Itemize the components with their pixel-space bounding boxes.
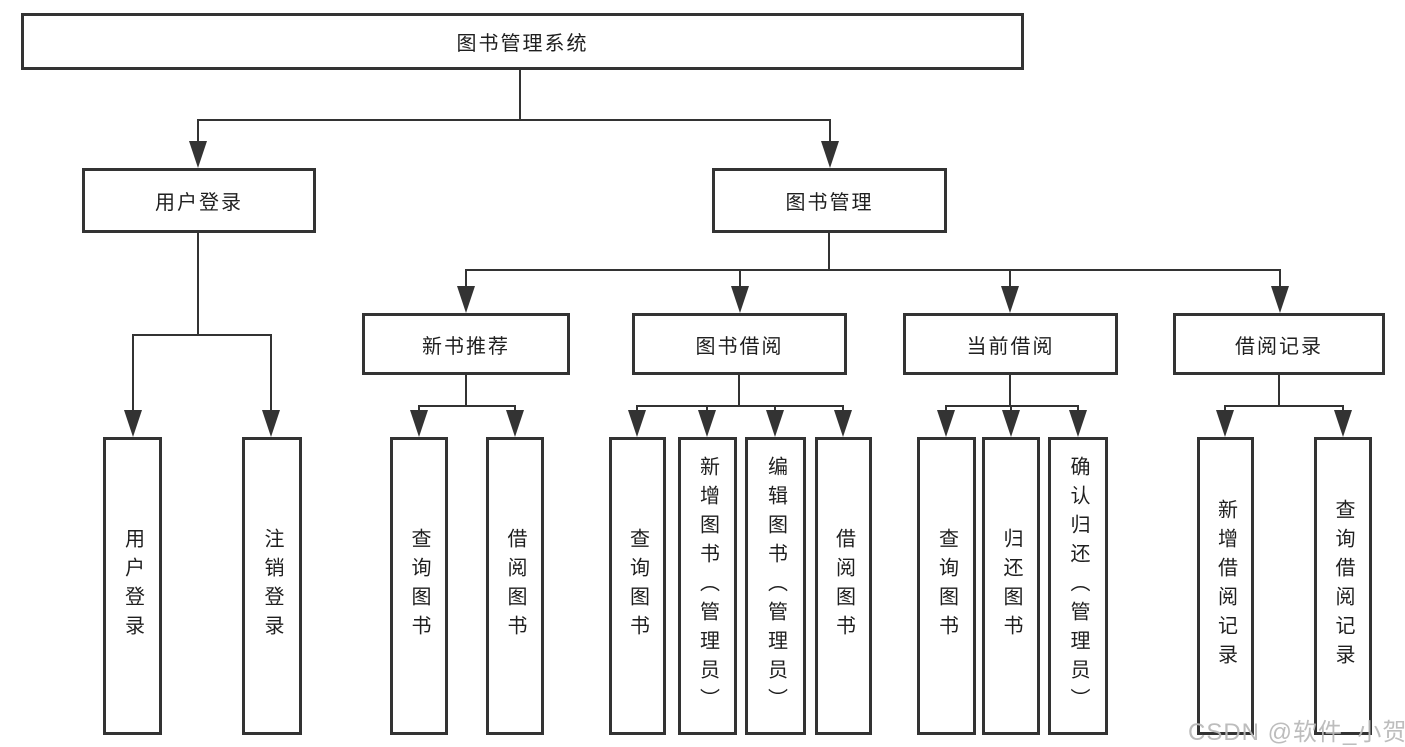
node-new-book-recommend: 新书推荐 — [362, 313, 570, 375]
leaf-query-book-borrow: 查询图书 — [609, 437, 666, 735]
arrowhead — [410, 410, 428, 437]
arrowhead — [628, 410, 646, 437]
leaf-user-login: 用户登录 — [103, 437, 162, 735]
node-label: 用户登录 — [155, 192, 243, 214]
connector-line — [945, 405, 947, 412]
arrowhead — [834, 410, 852, 437]
connector-line — [465, 269, 1281, 271]
leaf-add-borrow-record: 新增借阅记录 — [1197, 437, 1254, 735]
connector-line — [1278, 375, 1280, 407]
leaf-query-book-recommend: 查询图书 — [390, 437, 448, 735]
leaf-return-book: 归还图书 — [982, 437, 1040, 735]
connector-line — [739, 269, 741, 287]
leaf-label: 确认归还（管理员） — [1067, 455, 1089, 717]
node-label: 图书借阅 — [695, 335, 784, 358]
node-current-borrow: 当前借阅 — [903, 313, 1118, 375]
node-label: 图书管理系统 — [456, 33, 589, 55]
leaf-label: 新增图书（管理员） — [696, 455, 719, 717]
connector-line — [1342, 405, 1344, 412]
leaf-query-borrow-record: 查询借阅记录 — [1314, 437, 1372, 735]
node-book-management: 图书管理 — [712, 168, 947, 233]
arrowhead — [731, 286, 749, 313]
arrowhead — [189, 141, 207, 168]
arrowhead — [457, 286, 475, 313]
leaf-logout: 注销登录 — [242, 437, 302, 735]
connector-line — [1010, 405, 1012, 412]
leaf-label: 借阅图书 — [504, 528, 526, 644]
leaf-borrow-book-recommend: 借阅图书 — [486, 437, 544, 735]
node-label: 当前借阅 — [966, 335, 1055, 358]
connector-line — [774, 405, 776, 412]
connector-line — [828, 233, 830, 271]
connector-line — [519, 68, 521, 120]
leaf-label: 借阅图书 — [832, 528, 855, 644]
arrowhead — [766, 410, 784, 437]
connector-line — [197, 119, 831, 121]
leaf-borrow-book: 借阅图书 — [815, 437, 872, 735]
leaf-edit-book-admin: 编辑图书（管理员） — [745, 437, 806, 735]
arrowhead — [821, 141, 839, 168]
node-borrow-record: 借阅记录 — [1173, 313, 1385, 375]
connector-line — [945, 405, 1079, 407]
connector-line — [132, 334, 272, 336]
leaf-label: 注销登录 — [261, 528, 283, 644]
connector-line — [842, 405, 844, 412]
arrowhead — [1069, 410, 1087, 437]
connector-line — [1224, 405, 1226, 412]
arrowhead — [124, 410, 142, 437]
arrowhead — [262, 410, 280, 437]
node-root-book-management-system: 图书管理系统 — [21, 13, 1024, 70]
arrowhead — [1271, 286, 1289, 313]
arrowhead — [1001, 286, 1019, 313]
connector-line — [1009, 375, 1011, 407]
connector-line — [738, 375, 740, 407]
leaf-label: 查询图书 — [408, 528, 430, 644]
node-label: 图书管理 — [785, 192, 874, 214]
connector-line — [197, 119, 199, 145]
arrowhead — [1334, 410, 1352, 437]
csdn-watermark: CSDN @软件_小贺同学 — [1188, 719, 1405, 746]
leaf-label: 用户登录 — [121, 528, 144, 644]
arrowhead — [698, 410, 716, 437]
connector-line — [1009, 269, 1011, 287]
connector-line — [270, 334, 272, 412]
leaf-label: 编辑图书（管理员） — [764, 455, 787, 717]
connector-line — [465, 269, 467, 287]
leaf-label: 新增借阅记录 — [1214, 499, 1237, 673]
leaf-confirm-return-admin: 确认归还（管理员） — [1048, 437, 1108, 735]
connector-line — [418, 405, 420, 412]
arrowhead — [937, 410, 955, 437]
connector-line — [706, 405, 708, 412]
connector-line — [465, 375, 467, 407]
connector-line — [514, 405, 516, 412]
connector-line — [132, 334, 134, 412]
leaf-label: 查询图书 — [935, 528, 958, 644]
leaf-query-book-current: 查询图书 — [917, 437, 976, 735]
connector-line — [418, 405, 516, 407]
node-label: 借阅记录 — [1235, 335, 1323, 358]
arrowhead — [1002, 410, 1020, 437]
leaf-label: 查询借阅记录 — [1332, 499, 1354, 673]
node-label: 新书推荐 — [422, 335, 510, 358]
connector-line — [197, 233, 199, 335]
leaf-label: 查询图书 — [626, 528, 649, 644]
connector-line — [636, 405, 638, 412]
connector-line — [829, 119, 831, 145]
node-user-login: 用户登录 — [82, 168, 316, 233]
connector-line — [1077, 405, 1079, 412]
connector-line — [1279, 269, 1281, 287]
arrowhead — [1216, 410, 1234, 437]
node-book-borrow: 图书借阅 — [632, 313, 847, 375]
connector-line — [1224, 405, 1344, 407]
leaf-label: 归还图书 — [1000, 528, 1022, 644]
leaf-add-book-admin: 新增图书（管理员） — [678, 437, 737, 735]
connector-line — [636, 405, 844, 407]
arrowhead — [506, 410, 524, 437]
